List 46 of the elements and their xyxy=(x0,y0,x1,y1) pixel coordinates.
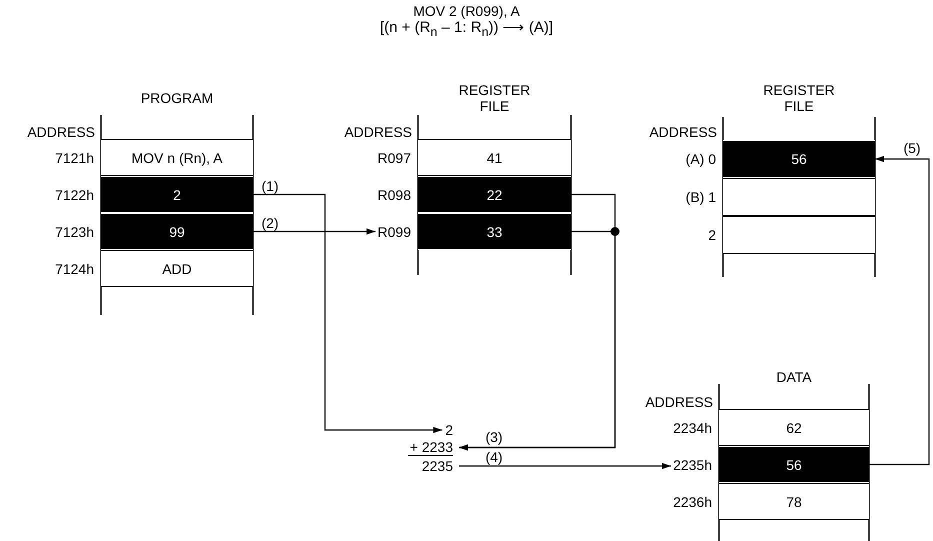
memory-cell: 22 xyxy=(418,176,571,213)
edge-label: (2) xyxy=(260,216,280,230)
address-label: 2235h xyxy=(673,456,713,472)
memory-cell: 56 xyxy=(723,140,875,178)
addend-text: 2 xyxy=(445,422,453,438)
memory-cell: 56 xyxy=(719,446,869,483)
memory-cell: 33 xyxy=(418,213,571,250)
arrow xyxy=(869,156,930,466)
address-label: 2 xyxy=(708,227,717,243)
memory-cell: 78 xyxy=(719,483,869,520)
arrow xyxy=(459,462,672,470)
address-label: (A) 0 xyxy=(686,151,717,167)
address-label: R098 xyxy=(378,186,412,202)
memory-cell: MOV n (Rn), A xyxy=(101,139,253,176)
memory-cell: 2 xyxy=(101,176,253,213)
address-heading: ADDRESS xyxy=(344,124,412,140)
memory-cell: ADD xyxy=(101,250,253,287)
memory-cell: 62 xyxy=(719,409,869,446)
edge-label: (5) xyxy=(902,141,922,155)
addend-text: + 2233 xyxy=(408,439,453,456)
edge-label: (3) xyxy=(484,430,504,444)
diagram-title: MOV 2 (R099), A xyxy=(412,3,521,19)
column-heading: DATA xyxy=(775,369,813,385)
column-heading: PROGRAM xyxy=(140,90,214,106)
address-label: R099 xyxy=(378,224,412,240)
edge-label: (1) xyxy=(260,179,280,193)
address-label: 2236h xyxy=(673,494,713,510)
address-label: R097 xyxy=(378,150,412,166)
sum-result-text: 2235 xyxy=(422,458,453,474)
address-heading: ADDRESS xyxy=(27,124,95,140)
memory-cell: 41 xyxy=(418,139,571,176)
address-label: (B) 1 xyxy=(686,189,717,205)
arrow xyxy=(253,194,442,434)
column-heading: REGISTER FILE xyxy=(762,82,836,114)
address-heading: ADDRESS xyxy=(649,124,717,140)
address-label: 7122h xyxy=(55,186,95,202)
address-label: 2234h xyxy=(673,420,713,436)
column-heading: REGISTER FILE xyxy=(458,82,532,114)
memory-cell: 99 xyxy=(101,213,253,250)
address-label: 7124h xyxy=(55,260,95,276)
address-label: 7121h xyxy=(55,150,95,166)
formula-label: [(n + (R$_{n}$ – 1: R$_{n}$)) ⟶ (A)] xyxy=(380,19,554,41)
address-heading: ADDRESS xyxy=(645,394,713,410)
edge-label: (4) xyxy=(484,450,504,464)
address-label: 7123h xyxy=(55,224,95,240)
arrow xyxy=(253,228,376,235)
